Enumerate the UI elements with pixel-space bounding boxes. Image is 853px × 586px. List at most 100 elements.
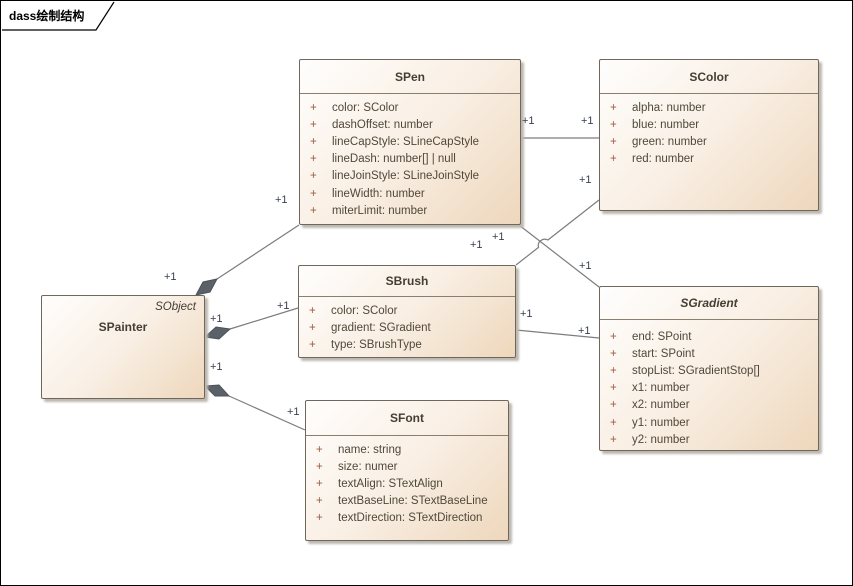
multiplicity-label[interactable]: +1	[579, 174, 592, 186]
composition-diamond-icon	[203, 384, 231, 397]
attribute-row[interactable]: +start: SPoint	[600, 345, 818, 362]
visibility-marker: +	[610, 416, 617, 429]
connector-spainter-sfont[interactable]	[228, 395, 306, 431]
attribute-text: x2: number	[632, 399, 690, 412]
class-spainter[interactable]: SObject SPainter	[41, 295, 205, 399]
frame-title: dass绘制结构	[9, 9, 85, 23]
attribute-row[interactable]: +blue: number	[600, 116, 818, 133]
connector-sbrush-sgradient[interactable]	[515, 329, 600, 339]
attribute-row[interactable]: + size: numer	[306, 458, 508, 475]
attribute-row[interactable]: +lineCapStyle: SLineCapStyle	[300, 133, 520, 150]
class-title: SPen	[300, 60, 520, 94]
attribute-text: textDirection: STextDirection	[338, 512, 483, 525]
attribute-row[interactable]: +end: SPoint	[600, 328, 818, 345]
attribute-row[interactable]: + textDirection: STextDirection	[306, 510, 508, 527]
connector-spen-sgradient[interactable]	[518, 224, 600, 288]
class-sbrush[interactable]: SBrush +color: SColor+gradient: SGradien…	[298, 265, 516, 358]
attribute-text: green: number	[632, 135, 707, 148]
attribute-text: dashOffset: number	[332, 118, 433, 131]
visibility-marker: +	[316, 495, 323, 508]
visibility-marker: +	[610, 364, 617, 377]
attribute-row[interactable]: +y2: number	[600, 431, 818, 448]
attribute-row[interactable]: + x2: number	[600, 397, 818, 414]
attribute-row[interactable]: + stopList: SGradientStop[]	[600, 362, 818, 379]
superclass-label: SObject	[155, 301, 196, 313]
class-title: SPainter	[98, 320, 148, 334]
attribute-text: red: number	[632, 153, 695, 166]
class-spen[interactable]: SPen +color: SColor+dashOffset: number+l…	[299, 59, 521, 225]
attribute-row[interactable]: +type: SBrushType	[299, 336, 515, 353]
connector-spainter-sbrush[interactable]	[229, 307, 299, 330]
attribute-row[interactable]: +y1: number	[600, 414, 818, 431]
multiplicity-label[interactable]: +1	[164, 271, 177, 283]
connector-sbrush-scolor[interactable]	[515, 199, 600, 266]
attribute-row[interactable]: +x1: number	[600, 380, 818, 397]
visibility-marker: +	[310, 101, 317, 114]
attribute-row[interactable]: + color: SColor	[300, 99, 520, 116]
class-title: SColor	[600, 60, 818, 94]
attribute-row[interactable]: +lineDash: number[] | null	[300, 151, 520, 168]
attribute-row[interactable]: +gradient: SGradient	[299, 319, 515, 336]
multiplicity-label[interactable]: +1	[579, 260, 592, 272]
visibility-marker: +	[310, 153, 317, 166]
attribute-text: color: SColor	[332, 101, 399, 114]
visibility-marker: +	[316, 443, 323, 456]
visibility-marker: +	[610, 153, 617, 166]
attribute-compartment: + name: string + size: numer +textAlign: STe…	[306, 436, 508, 527]
attribute-row[interactable]: + name: string	[306, 441, 508, 458]
attribute-compartment: +alpha: number+blue: number+green: numbe…	[600, 94, 818, 168]
class-title: SFont	[306, 401, 508, 436]
class-sgradient[interactable]: SGradient +end: SPoint+start: SPoint+sto…	[599, 286, 819, 451]
attribute-text: size: numer	[338, 460, 398, 473]
multiplicity-label[interactable]: +1	[277, 300, 290, 312]
visibility-marker: +	[316, 460, 323, 473]
multiplicity-label[interactable]: +1	[522, 115, 535, 127]
attribute-text: miterLimit: number	[332, 204, 428, 217]
visibility-marker: +	[610, 135, 617, 148]
attribute-text: blue: number	[632, 118, 700, 131]
multiplicity-label[interactable]: +1	[275, 194, 288, 206]
class-scolor[interactable]: SColor +alpha: number+blue: number+green…	[599, 59, 819, 211]
attribute-text: gradient: SGradient	[331, 321, 431, 334]
composition-diamond-icon	[203, 326, 232, 340]
connector-spainter-spen[interactable]	[216, 224, 300, 280]
attribute-row[interactable]: + dashOffset: number	[300, 116, 520, 133]
attribute-row[interactable]: +textAlign: STextAlign	[306, 475, 508, 492]
attribute-row[interactable]: + textBaseLine: STextBaseLine	[306, 493, 508, 510]
attribute-row[interactable]: +miterLimit: number	[300, 202, 520, 219]
visibility-marker: +	[610, 433, 617, 446]
multiplicity-label[interactable]: +1	[578, 325, 591, 337]
attribute-text: name: string	[338, 443, 402, 456]
attribute-row[interactable]: + green: number	[600, 133, 818, 150]
visibility-marker: +	[316, 512, 323, 525]
attribute-text: type: SBrushType	[331, 338, 422, 351]
class-sfont[interactable]: SFont + name: string + size: numer +textAlig…	[305, 400, 509, 541]
visibility-marker: +	[610, 399, 617, 412]
attribute-compartment: +end: SPoint+start: SPoint+stopList: SGr…	[600, 320, 818, 448]
multiplicity-label[interactable]: +1	[287, 406, 300, 418]
visibility-marker: +	[610, 101, 617, 114]
multiplicity-label[interactable]: +1	[492, 231, 505, 243]
attribute-row[interactable]: + red: number	[600, 151, 818, 168]
multiplicity-label[interactable]: +1	[581, 115, 594, 127]
multiplicity-label[interactable]: +1	[470, 239, 483, 251]
multiplicity-label[interactable]: +1	[520, 308, 533, 320]
attribute-text: end: SPoint	[632, 330, 692, 343]
attribute-text: alpha: number	[632, 101, 706, 114]
visibility-marker: +	[310, 187, 317, 200]
attribute-row[interactable]: +lineJoinStyle: SLineJoinStyle	[300, 168, 520, 185]
attribute-row[interactable]: + alpha: number	[600, 99, 818, 116]
attribute-text: stopList: SGradientStop[]	[632, 364, 760, 377]
visibility-marker: +	[310, 118, 317, 131]
multiplicity-label[interactable]: +1	[210, 361, 223, 373]
attribute-row[interactable]: +lineWidth: number	[300, 185, 520, 202]
composition-diamond-icon	[195, 278, 218, 296]
attribute-text: textBaseLine: STextBaseLine	[338, 495, 488, 508]
class-title: SBrush	[299, 266, 515, 297]
attribute-row[interactable]: +color: SColor	[299, 302, 515, 319]
visibility-marker: +	[316, 477, 323, 490]
attribute-text: lineCapStyle: SLineCapStyle	[332, 135, 480, 148]
multiplicity-label[interactable]: +1	[210, 313, 223, 325]
visibility-marker: +	[309, 304, 316, 317]
